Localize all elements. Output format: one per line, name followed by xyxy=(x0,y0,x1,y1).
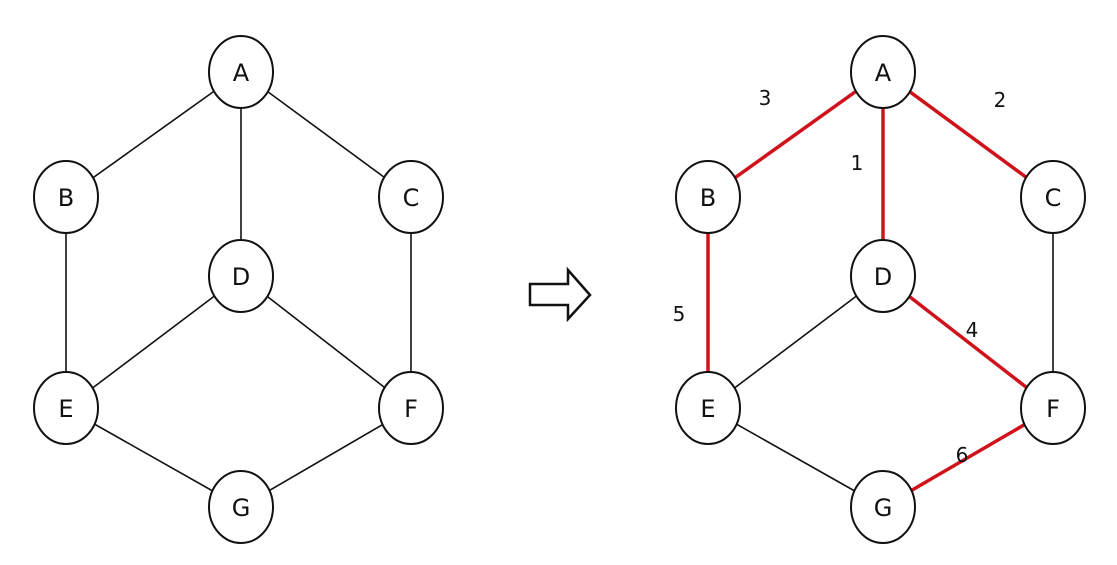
node-circle xyxy=(1020,371,1086,445)
right-node-g: G xyxy=(850,470,916,544)
node-label: A xyxy=(233,59,250,87)
node-circle xyxy=(675,371,741,445)
edge-order-label: 4 xyxy=(966,318,979,342)
edge-order-label: 2 xyxy=(994,88,1007,112)
right-node-b: B xyxy=(675,160,741,234)
node-circle xyxy=(208,239,274,313)
left-graph-nodes: A B C D E F G xyxy=(33,35,444,544)
edge-D-F xyxy=(240,275,412,409)
node-label: D xyxy=(874,263,892,291)
right-arrow-icon xyxy=(528,266,592,323)
edge-A-B xyxy=(65,71,242,198)
right-node-d: D xyxy=(850,239,916,313)
left-node-c: C xyxy=(378,160,444,234)
left-node-g: G xyxy=(208,470,274,544)
node-circle xyxy=(850,470,916,544)
node-label: B xyxy=(700,184,716,212)
left-node-d: D xyxy=(208,239,274,313)
edge-order-labels: 3 2 1 5 4 6 xyxy=(673,86,1007,467)
node-circle xyxy=(850,239,916,313)
right-node-c: C xyxy=(1020,160,1086,234)
highlighted-edge-A-C xyxy=(881,70,1055,199)
node-label: C xyxy=(403,184,420,212)
left-node-b: B xyxy=(33,160,99,234)
node-circle xyxy=(850,35,916,109)
left-node-e: E xyxy=(33,371,99,445)
highlighted-edge-A-B xyxy=(706,70,885,199)
highlighted-edge-D-F xyxy=(881,274,1055,410)
edge-order-label: 1 xyxy=(851,151,864,175)
right-node-e: E xyxy=(675,371,741,445)
node-circle xyxy=(1020,160,1086,234)
right-node-f: F xyxy=(1020,371,1086,445)
right-graph-nodes: A B C D E F G xyxy=(675,35,1086,544)
node-circle xyxy=(378,160,444,234)
edge-D-E xyxy=(707,275,884,409)
node-label: F xyxy=(1046,395,1060,423)
node-label: C xyxy=(1045,184,1062,212)
left-node-f: F xyxy=(378,371,444,445)
node-label: A xyxy=(875,59,892,87)
node-circle xyxy=(208,470,274,544)
right-node-a: A xyxy=(850,35,916,109)
edge-order-label: 5 xyxy=(673,302,686,326)
node-circle xyxy=(378,371,444,445)
node-label: G xyxy=(232,494,251,522)
edge-order-label: 6 xyxy=(956,443,969,467)
edge-D-E xyxy=(65,275,242,409)
node-label: D xyxy=(232,263,250,291)
node-label: F xyxy=(404,395,418,423)
node-label: E xyxy=(700,395,715,423)
node-circle xyxy=(675,160,741,234)
left-node-a: A xyxy=(208,35,274,109)
edge-A-C xyxy=(240,71,412,198)
node-circle xyxy=(33,371,99,445)
node-circle xyxy=(33,160,99,234)
edge-order-label: 3 xyxy=(759,86,772,110)
node-circle xyxy=(208,35,274,109)
node-label: E xyxy=(58,395,73,423)
node-label: G xyxy=(874,494,893,522)
node-label: B xyxy=(58,184,74,212)
